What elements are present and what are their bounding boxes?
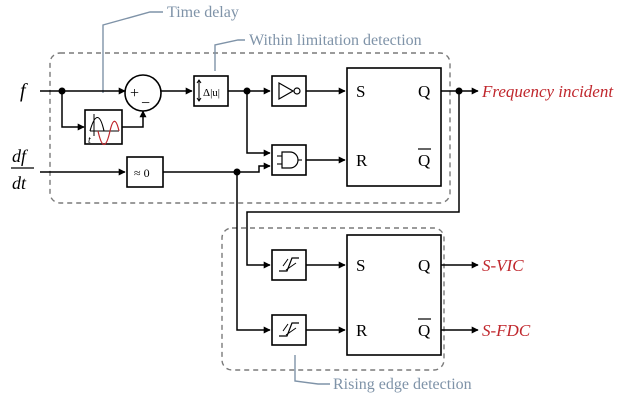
approx-to-and-wire [163,162,271,173]
s-fdc-label: S-FDC [482,321,531,340]
delay-t-label: t [88,135,91,146]
upper-detection-region [49,52,451,204]
sr-flipflop-2: S R Q Q [346,234,442,356]
ff1-s-label: S [356,82,365,101]
ff1-r-label: R [356,151,368,170]
rising-edge-label: Rising edge detection [333,376,472,393]
abs-to-and-wire [246,91,271,157]
not-gate-block [271,75,307,107]
ff2-s-label: S [356,256,365,275]
time-delay-block: t [84,109,123,146]
abs-difference-block: Δ|u| [193,75,229,107]
sr-flipflop-1: S R Q Q [346,67,442,187]
abs-diff-label: Δ|u| [203,87,220,99]
input-df-label: df [12,146,29,166]
f-to-delay-wire [61,91,85,131]
within-limitation-label: Within limitation detection [249,32,422,49]
input-dt-label: dt [12,173,27,193]
approx-to-edge2-wire [236,172,271,334]
sum-plus-sign: + [130,85,139,102]
approx-zero-block: ≈ 0 [126,156,164,188]
frequency-incident-label: Frequency incident [481,82,614,101]
time-delay-leader [102,11,163,93]
s-vic-label: S-VIC [482,256,524,275]
ff1-qbar-label: Q [418,151,430,170]
rising-edge-leader [294,355,330,385]
time-delay-label: Time delay [167,4,239,21]
ff2-qbar-label: Q [418,321,430,340]
summing-junction: + − [124,74,162,112]
approx-zero-label: ≈ 0 [134,166,150,180]
q1-feedback-wire [246,91,460,269]
and-gate-block [271,144,307,176]
ff1-q-label: Q [418,82,430,101]
input-f-label: f [20,80,28,102]
within-limitation-leader [214,39,245,71]
delay-to-sum-wire [122,110,147,128]
ff2-r-label: R [356,321,368,340]
ff2-q-label: Q [418,256,430,275]
rising-edge-region [221,227,445,371]
sum-minus-sign: − [141,95,150,112]
rising-edge-block-1 [271,249,307,281]
rising-edge-block-2 [271,314,307,346]
